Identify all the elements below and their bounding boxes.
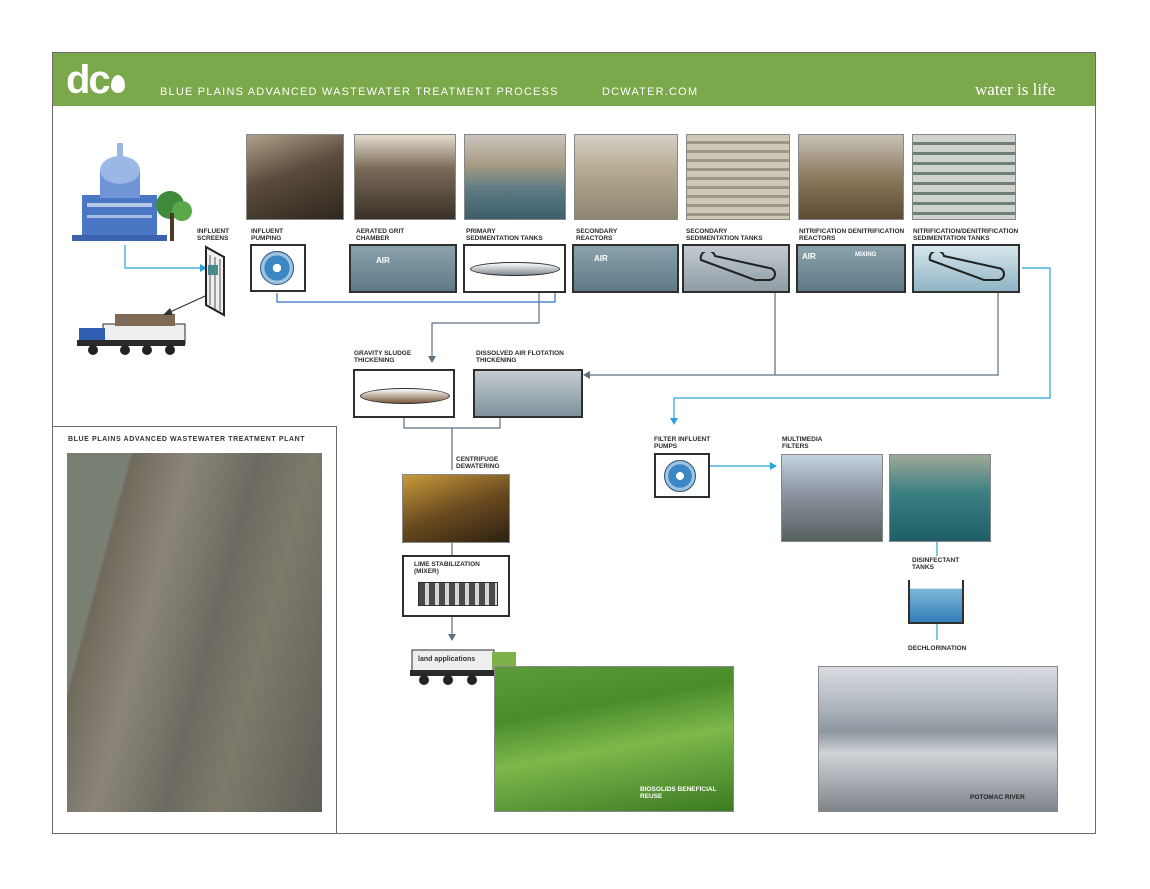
primary-sedimentation-photo bbox=[464, 134, 566, 220]
conveyor-icon-2 bbox=[928, 252, 1005, 281]
influent-pumping-photo bbox=[246, 134, 344, 220]
secondary-sedimentation-photo bbox=[686, 134, 790, 220]
mixer-icon bbox=[418, 582, 498, 606]
thickener-icon bbox=[360, 388, 450, 404]
label-influent-screens: INFLUENT SCREENS bbox=[197, 228, 230, 242]
influent-screen-icon bbox=[205, 245, 225, 317]
nitrification-sedimentation-photo bbox=[912, 134, 1016, 220]
label-nitrification-reactors: NITRIFICATION DENITRIFICATION REACTORS bbox=[799, 228, 905, 242]
label-secondary-reactors: SECONDARY REACTORS bbox=[576, 228, 618, 242]
filter-pump-icon bbox=[664, 460, 696, 492]
label-lime: LIME STABILIZATION (MIXER) bbox=[414, 561, 480, 575]
header-title: BLUE PLAINS ADVANCED WASTEWATER TREATMEN… bbox=[160, 86, 559, 98]
label-aerated-grit: AERATED GRIT CHAMBER bbox=[356, 228, 405, 242]
conveyor-icon bbox=[699, 252, 776, 281]
label-centrifuge: CENTRIFUGE DEWATERING bbox=[456, 456, 500, 470]
label-daf-thickening: DISSOLVED AIR FLOTATION THICKENING bbox=[476, 350, 564, 364]
header-bar bbox=[53, 53, 1095, 106]
centrifuge-photo bbox=[402, 474, 510, 543]
label-biosolids: BIOSOLIDS BENEFICIAL REUSE bbox=[640, 786, 717, 800]
truck-sign-label: land applications bbox=[418, 656, 476, 663]
plant-aerial-title: BLUE PLAINS ADVANCED WASTEWATER TREATMEN… bbox=[68, 436, 306, 443]
label-gravity-thickening: GRAVITY SLUDGE THICKENING bbox=[354, 350, 412, 364]
disinfectant-tank-icon bbox=[908, 580, 964, 624]
secondary-reactors-photo bbox=[574, 134, 678, 220]
air-label-nitrification: AIR bbox=[802, 252, 816, 261]
label-dechlorination: DECHLORINATION bbox=[908, 645, 967, 652]
capitol-building-icon bbox=[72, 143, 192, 241]
pump-icon bbox=[260, 251, 294, 285]
header-tagline: water is life bbox=[975, 80, 1056, 99]
clarifier-icon bbox=[470, 262, 560, 276]
grit-chamber-photo bbox=[354, 134, 456, 220]
air-label-grit: AIR bbox=[376, 256, 390, 265]
biosolids-field-photo bbox=[494, 666, 734, 812]
label-primary-sedimentation: PRIMARY SEDIMENTATION TANKS bbox=[466, 228, 543, 242]
nitrification-reactors-photo bbox=[798, 134, 904, 220]
label-secondary-sedimentation: SECONDARY SEDIMENTATION TANKS bbox=[686, 228, 763, 242]
nitrification-reactor-tank bbox=[796, 244, 906, 293]
plant-aerial-photo bbox=[67, 453, 322, 812]
label-disinfectant: DISINFECTANT TANKS bbox=[912, 557, 960, 571]
label-multimedia: MULTIMEDIA FILTERS bbox=[782, 436, 823, 450]
secondary-reactor-tank bbox=[572, 244, 679, 293]
daf-thickening-tank bbox=[473, 369, 583, 418]
debris-truck-icon bbox=[77, 314, 186, 355]
header-url: DCWATER.COM bbox=[602, 86, 699, 98]
multimedia-filter-photo-1 bbox=[781, 454, 883, 542]
potomac-river-photo bbox=[818, 666, 1058, 812]
label-filter-pumps: FILTER INFLUENT PUMPS bbox=[654, 436, 711, 450]
label-nitrification-sedimentation: NITRIFICATION/DENITRIFICATION SEDIMENTAT… bbox=[913, 228, 1019, 242]
label-influent-pumping: INFLUENT PUMPING bbox=[251, 228, 284, 242]
plant-inset-frame bbox=[52, 426, 337, 834]
label-potomac: POTOMAC RIVER bbox=[970, 794, 1025, 801]
aerated-grit-tank bbox=[349, 244, 457, 293]
air-label-secondary: AIR bbox=[594, 254, 608, 263]
multimedia-filter-photo-2 bbox=[889, 454, 991, 542]
dc-water-logo: dc bbox=[66, 58, 125, 102]
mixing-label: MIXING bbox=[855, 252, 877, 258]
